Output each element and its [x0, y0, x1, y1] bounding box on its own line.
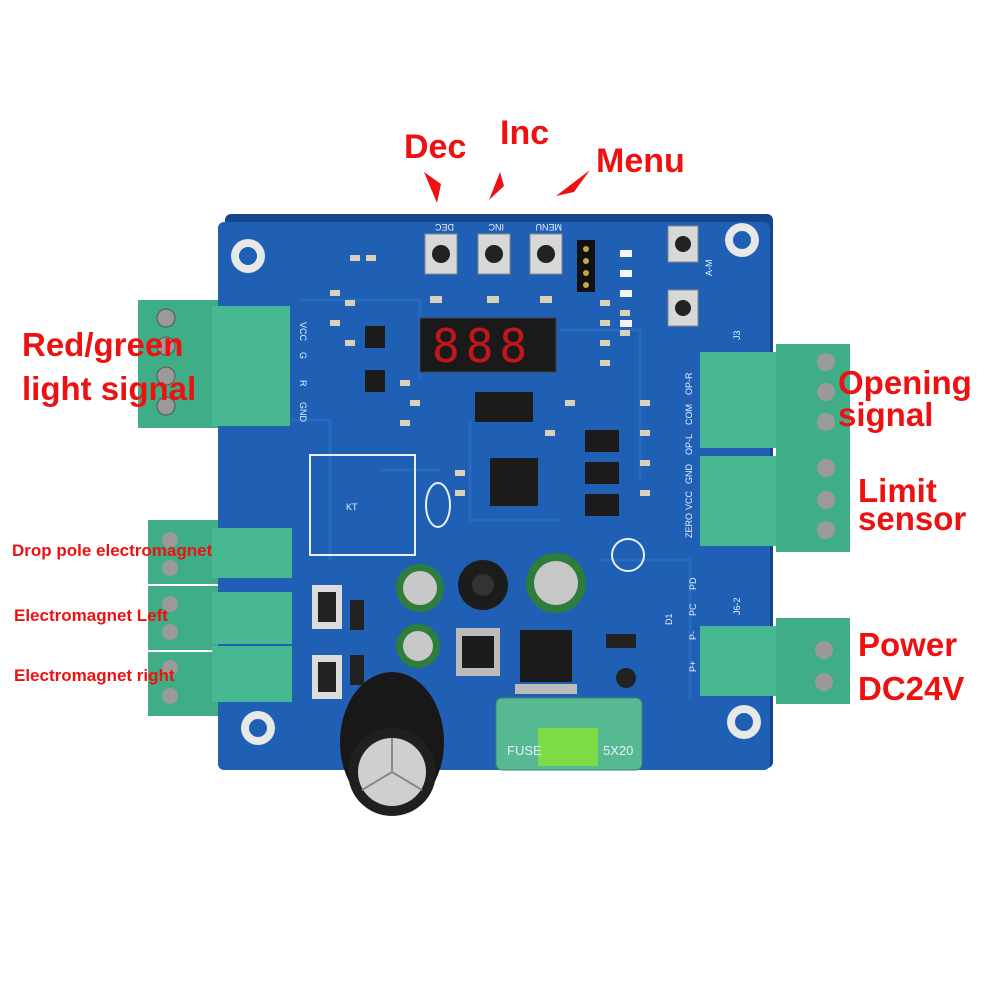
silk-g: G [298, 352, 308, 359]
push-buttons [424, 225, 699, 327]
menu-silk: MENU [536, 222, 563, 232]
silk-pminus: P- [688, 631, 698, 640]
smd-components [330, 255, 650, 496]
silk-vcc: VCC [298, 322, 308, 342]
label-dec: Dec [404, 128, 467, 166]
arrow-menu [556, 170, 590, 196]
silk-am: A-M [704, 260, 714, 277]
capacitors [340, 538, 645, 816]
dec-button [424, 233, 458, 275]
label-limit-2: sensor [858, 500, 967, 537]
fuse-size: 5X20 [603, 743, 633, 758]
am-button [667, 225, 699, 263]
silk-gnd: GND [298, 402, 308, 423]
silk-opl: OP-L [684, 434, 694, 455]
silk-com: COM [684, 404, 694, 425]
dec-silk: DEC [434, 222, 454, 232]
silk-zero: ZERO [684, 513, 694, 538]
mounting-holes [231, 223, 761, 745]
silk-r: R [298, 380, 308, 387]
callout-arrows [424, 170, 590, 203]
label-power-1: Power [858, 626, 958, 663]
label-opening-1: Opening [838, 364, 972, 401]
arrow-dec [424, 172, 441, 203]
terminal-block-red-green [138, 300, 290, 428]
menu-button [529, 233, 563, 275]
label-inc: Inc [500, 114, 550, 152]
label-limit-1: Limit [858, 472, 937, 509]
silk-j6: J6-2 [732, 597, 742, 615]
terminal-block-em-right [148, 646, 292, 716]
diodes [350, 600, 636, 688]
inc-silk: INC [488, 222, 504, 232]
terminal-block-opening [700, 344, 850, 454]
silk-gnd-r: GND [684, 464, 694, 485]
terminal-block-power [700, 618, 850, 704]
label-opening-2: signal [838, 396, 934, 433]
silk-j3: J3 [732, 330, 742, 340]
arrow-inc [489, 172, 504, 200]
fuse-holder: FUSE 5X20 [495, 697, 643, 771]
inc-button [477, 233, 511, 275]
op-button [667, 289, 699, 327]
status-leds [620, 250, 632, 327]
display-digits: 888 [432, 319, 533, 373]
silk-pc: PC [688, 603, 698, 616]
seven-segment-display: 888 [419, 317, 557, 373]
silk-d1: D1 [664, 613, 674, 625]
pin-header [577, 240, 595, 292]
terminal-block-drop-pole [148, 520, 292, 584]
label-menu: Menu [596, 142, 685, 180]
ics [365, 326, 619, 694]
regulators [312, 585, 342, 699]
silk-opr: OP-R [684, 372, 694, 395]
fuse-label: FUSE [507, 743, 542, 758]
silk-vcc-r: VCC [684, 490, 694, 510]
silk-pplus: P+ [688, 661, 698, 672]
label-red-green-1: Red/green [22, 326, 184, 363]
large-capacitor [340, 672, 444, 816]
silk-kt: KT [346, 502, 358, 512]
terminal-block-em-left [148, 586, 292, 650]
relay-outline [309, 454, 451, 556]
label-power-2: DC24V [858, 670, 965, 707]
label-em-left: Electromagnet Left [14, 606, 168, 625]
label-red-green-2: light signal [22, 370, 197, 407]
terminal-block-limit [700, 452, 850, 552]
label-em-right: Electromagnet right [14, 666, 175, 685]
label-drop-pole: Drop pole electromagnet [12, 541, 213, 560]
silk-pd: PD [688, 577, 698, 590]
